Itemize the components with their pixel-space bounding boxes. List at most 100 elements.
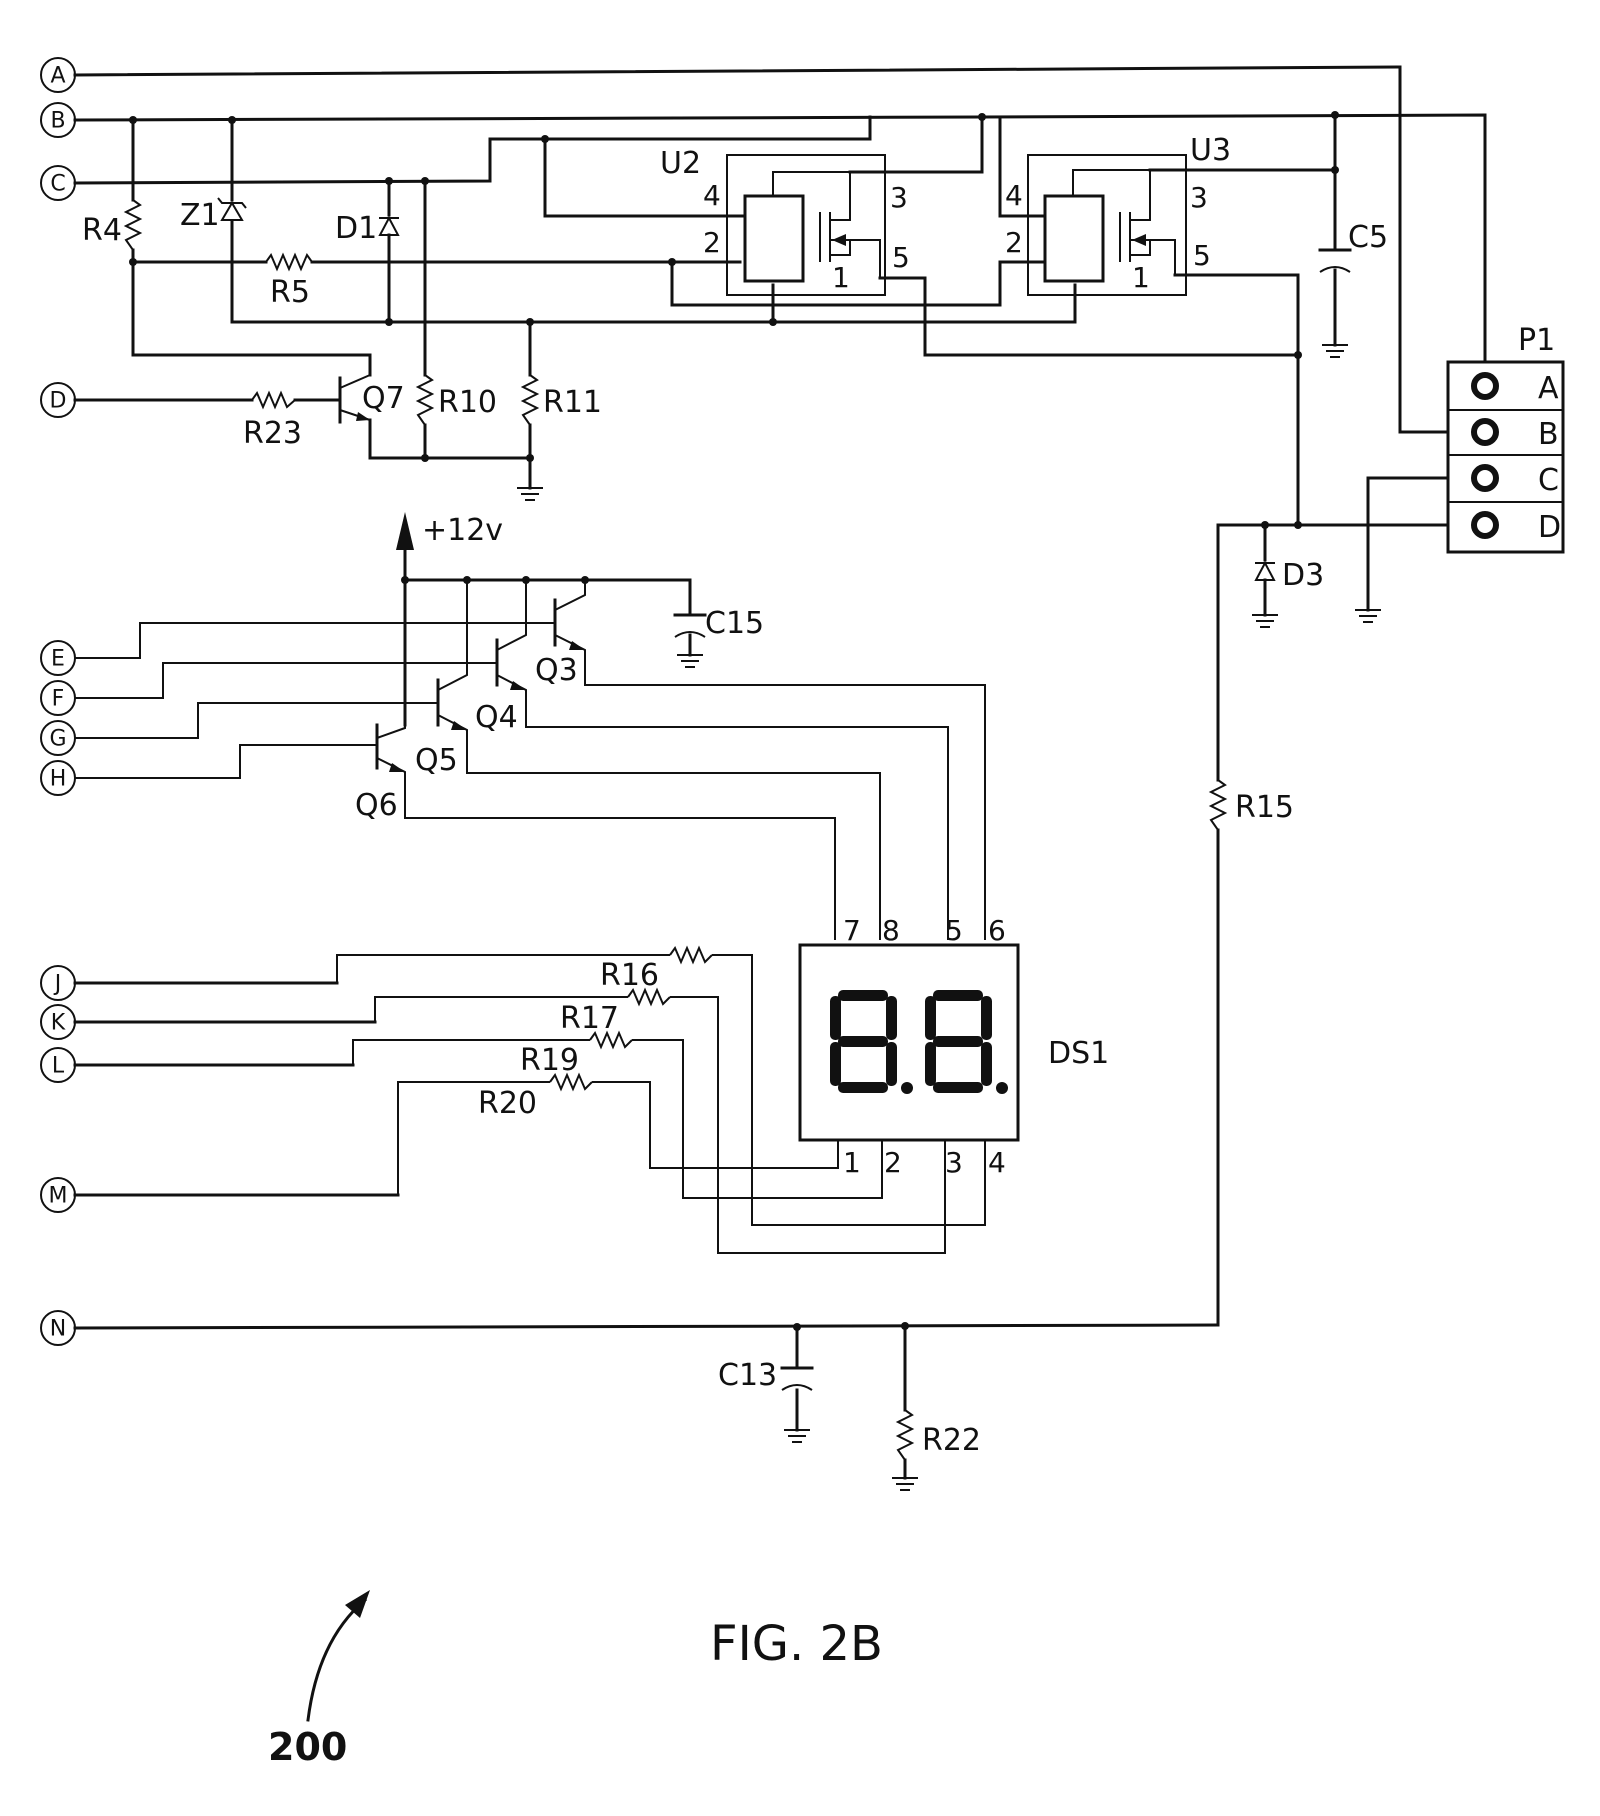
transistor-q3: Q3 [75, 580, 986, 940]
u2-pin-5: 5 [892, 241, 910, 274]
ds1-pin-8: 8 [882, 914, 900, 947]
terminal-l: L [40, 1047, 76, 1083]
diode-d3: D3 [1252, 558, 1324, 628]
ground-icon [517, 456, 543, 501]
ds1-pin-6: 6 [988, 914, 1006, 947]
resistor-r20: R20 [478, 1072, 593, 1121]
terminal-m: M [40, 1177, 76, 1213]
r10-label: R10 [438, 385, 497, 420]
resistor-r22: R22 [892, 1409, 981, 1491]
p1-pin-d: D [1538, 510, 1561, 545]
resistor-r11: R11 [520, 374, 602, 426]
ds1-pin-1: 1 [843, 1146, 861, 1179]
ds1-label: DS1 [1048, 1036, 1109, 1071]
r23-label: R23 [243, 416, 302, 451]
u3-pin-2: 2 [1005, 226, 1023, 259]
seven-segment-digit-1 [830, 990, 913, 1094]
d3-label: D3 [1282, 558, 1324, 593]
ds1-pin-7: 7 [843, 914, 861, 947]
ds1-pin-3: 3 [945, 1146, 963, 1179]
capacitor-c5: C5 [1318, 220, 1388, 358]
r5-label: R5 [270, 275, 310, 310]
r4-label: R4 [82, 213, 122, 248]
terminal-h-label: H [50, 767, 67, 792]
terminal-k: K [40, 1004, 76, 1040]
ds1-pin-4: 4 [988, 1146, 1006, 1179]
v12-label: +12v [422, 513, 503, 548]
d1-label: D1 [335, 211, 377, 246]
terminal-f-label: F [52, 687, 65, 712]
u3-pin-5: 5 [1193, 239, 1211, 272]
terminal-c-label: C [50, 172, 65, 197]
terminal-h: H [40, 760, 76, 796]
c5-label: C5 [1348, 220, 1388, 255]
terminal-j-label: J [53, 972, 62, 997]
terminal-b: B [40, 102, 76, 138]
terminal-j: J [40, 965, 76, 1001]
resistor-r4: R4 [82, 199, 143, 251]
terminal-b-label: B [50, 109, 65, 134]
u2-pin-4: 4 [703, 179, 721, 212]
c15-label: C15 [705, 606, 764, 641]
wires-top [73, 65, 1487, 1327]
capacitor-c13: C13 [718, 1358, 814, 1443]
terminal-n-label: N [50, 1317, 66, 1342]
terminal-l-label: L [52, 1054, 65, 1079]
ds1-pin-2: 2 [884, 1146, 902, 1179]
ic-u2: U2 4 3 2 5 1 [660, 146, 910, 296]
z1-label: Z1 [180, 198, 220, 233]
resistor-r15: R15 [1208, 779, 1294, 831]
terminal-m-label: M [49, 1184, 68, 1209]
p1-label: P1 [1518, 323, 1555, 358]
resistor-r19: R19 [520, 1030, 633, 1078]
q3-label: Q3 [535, 653, 578, 688]
u3-pin-1: 1 [1132, 261, 1150, 294]
seven-segment-digit-2 [925, 990, 1008, 1094]
display-ds1: 7 8 5 6 1 2 3 4 DS1 [798, 914, 1109, 1179]
u2-pin-2: 2 [703, 226, 721, 259]
connector-p1: P1 A B C D [1446, 323, 1565, 554]
reference-numeral: 200 [268, 1725, 347, 1769]
transistor-q4: Q4 [75, 580, 949, 940]
resistor-r16: R16 [600, 945, 713, 993]
resistor-r23: R23 [243, 390, 302, 451]
r22-label: R22 [922, 1423, 981, 1458]
wires-display-inputs [73, 954, 986, 1254]
r17-label: R17 [560, 1001, 619, 1036]
junctions-top [129, 111, 1339, 529]
supply-12v: +12v [396, 512, 692, 727]
u3-pin-3: 3 [1190, 181, 1208, 214]
resistor-r17: R17 [560, 987, 671, 1036]
q7-label: Q7 [362, 381, 405, 416]
r19-label: R19 [520, 1043, 579, 1078]
p1-pin-c: C [1538, 463, 1559, 498]
r11-label: R11 [543, 385, 602, 420]
terminal-c: C [40, 165, 76, 201]
transistor-q6: Q6 [75, 723, 836, 940]
terminal-d-label: D [50, 389, 67, 414]
terminal-a-label: A [50, 64, 65, 89]
u3-pin-4: 4 [1005, 179, 1023, 212]
transistor-q5: Q5 [75, 580, 881, 940]
q4-label: Q4 [475, 700, 518, 735]
terminal-k-label: K [51, 1011, 66, 1036]
diode-d1: D1 [335, 211, 400, 246]
zener-z1: Z1 [180, 197, 247, 233]
resistor-r5: R5 [265, 252, 313, 310]
wires-bottom [73, 1322, 1220, 1480]
ds1-pin-5: 5 [945, 914, 963, 947]
r15-label: R15 [1235, 790, 1294, 825]
p1-pin-a: A [1538, 371, 1559, 406]
u2-pin-3: 3 [890, 181, 908, 214]
transistor-q7: Q7 [338, 374, 405, 424]
ic-u3: U3 4 3 2 5 1 [1005, 133, 1231, 296]
q5-label: Q5 [415, 743, 458, 778]
terminal-d: D [40, 382, 76, 418]
r20-label: R20 [478, 1086, 537, 1121]
terminal-f: F [40, 680, 76, 716]
u2-pin-1: 1 [832, 261, 850, 294]
c13-label: C13 [718, 1358, 777, 1393]
u2-label: U2 [660, 146, 701, 181]
r16-label: R16 [600, 958, 659, 993]
